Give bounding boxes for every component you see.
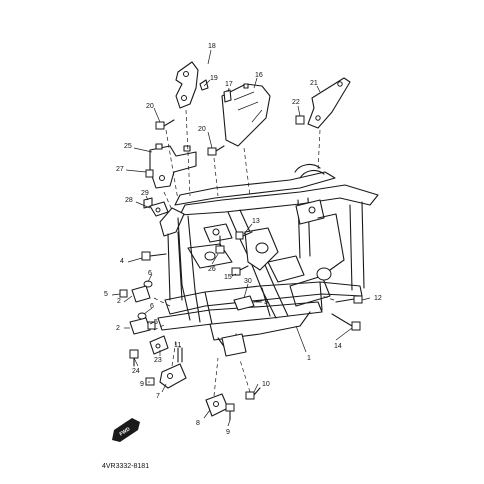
bracket-25 (149, 143, 197, 189)
callout-4: 4 (120, 258, 124, 265)
bolt-22 (295, 115, 305, 125)
callout-28: 28 (125, 197, 133, 204)
main-frame (157, 163, 379, 357)
brackets-2 (129, 285, 151, 335)
bolt-30 (233, 295, 265, 311)
callout-2-upper: 2 (117, 298, 121, 305)
bolt-28 (149, 201, 169, 217)
spacer-17 (223, 89, 232, 103)
bolt-20-mid (207, 145, 225, 156)
callout-25: 25 (124, 143, 132, 150)
bracket-23 (149, 335, 169, 355)
callout-20-upper: 20 (146, 103, 154, 110)
leader-lines (111, 49, 371, 427)
bolt-13 (235, 231, 253, 240)
callout-labels: 18 19 17 16 21 20 22 20 25 27 29 28 13 4… (104, 43, 382, 436)
nut-27 (145, 169, 154, 178)
callout-12: 12 (374, 295, 382, 302)
bracket-18 (175, 61, 199, 109)
assembly-lines (153, 109, 335, 397)
callout-29: 29 (141, 190, 149, 197)
bolt-14 (331, 313, 361, 331)
cover-16 (221, 83, 271, 147)
plate-7 (159, 363, 187, 389)
callout-1: 1 (307, 355, 311, 362)
callout-16: 16 (255, 72, 263, 79)
callout-3: 3 (264, 299, 268, 306)
plate-8 (205, 393, 229, 417)
callout-19: 19 (210, 75, 218, 82)
callout-14: 14 (334, 343, 342, 350)
callout-27: 27 (116, 166, 124, 173)
bolt-9-right (225, 403, 235, 421)
fwd-label: FWD (119, 426, 132, 437)
bolt-11 (177, 347, 183, 363)
callout-30: 30 (244, 278, 252, 285)
bolt-20-upper (155, 119, 175, 130)
bolt-10 (245, 387, 261, 400)
callout-9-right: 9 (226, 429, 230, 436)
callout-24: 24 (132, 368, 140, 375)
callout-22: 22 (292, 99, 300, 106)
drawing-code: 4VR3332-8181 (102, 463, 149, 470)
callout-21: 21 (310, 80, 318, 87)
bolt-4 (141, 251, 167, 261)
callout-13: 13 (252, 218, 260, 225)
callout-5-upper: 5 (104, 291, 108, 298)
bolt-9-left (145, 377, 155, 386)
callout-10: 10 (262, 381, 270, 388)
callout-20-mid: 20 (198, 126, 206, 133)
bracket-21 (307, 77, 351, 129)
callout-6-lower: 6 (150, 303, 154, 310)
callout-5-lower: 5 (154, 319, 158, 326)
callout-2-lower: 2 (116, 325, 120, 332)
callout-18: 18 (208, 43, 216, 50)
callout-26: 26 (208, 266, 216, 273)
callout-8: 8 (196, 420, 200, 427)
bolt-12 (335, 295, 363, 304)
stay-19 (199, 79, 209, 91)
callout-9-left: 9 (140, 381, 144, 388)
callout-7: 7 (156, 393, 160, 400)
callout-17: 17 (225, 81, 233, 88)
bolts-5 (119, 289, 156, 330)
callout-6-upper: 6 (148, 270, 152, 277)
bolt-15 (231, 265, 249, 276)
bolt-26 (215, 235, 225, 254)
callout-23: 23 (154, 357, 162, 364)
callout-11: 11 (174, 342, 181, 349)
fwd-arrow-icon: FWD (112, 418, 140, 442)
callout-15: 15 (224, 274, 232, 281)
